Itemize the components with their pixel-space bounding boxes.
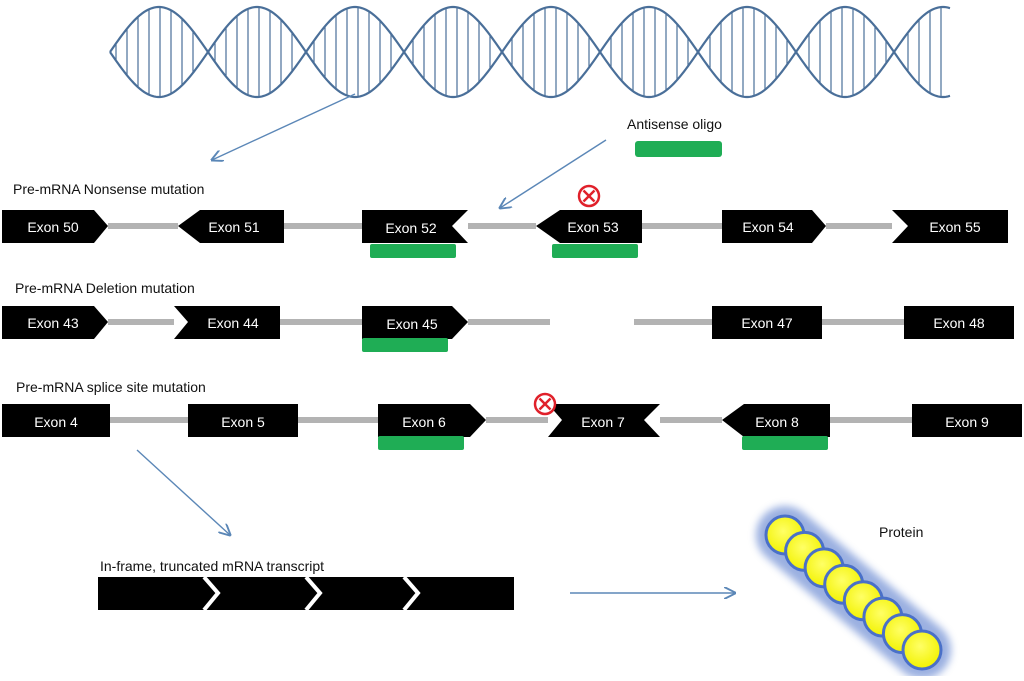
splice-site-mutation-row: Exon 4 Exon 5 Exon 6 Exon 7 Exon 8 Exon … <box>2 392 1022 450</box>
dna-double-helix <box>109 5 951 99</box>
antisense-oligo-bar <box>362 338 448 352</box>
segment-junction <box>202 575 221 612</box>
protein-bead-chain <box>756 506 951 679</box>
exon-9-block <box>912 404 1022 437</box>
exon-7-label: Exon 7 <box>581 414 625 430</box>
antisense-oligo-bar <box>552 244 638 258</box>
exon-43-label: Exon 43 <box>27 315 79 331</box>
oligo-pointer-arrow <box>500 139 607 208</box>
exon-43-block <box>2 306 108 339</box>
exon-4-label: Exon 4 <box>34 414 78 430</box>
exon-5-block <box>188 404 298 437</box>
dna-strand-1 <box>109 5 951 99</box>
antisense-oligo-bar <box>378 436 464 450</box>
exon-5-label: Exon 5 <box>221 414 265 430</box>
dna-to-premrna-arrow <box>212 93 356 160</box>
exon-53-block <box>536 210 642 243</box>
transcript-segment <box>404 577 514 610</box>
deletion-mutation-row: Exon 43 Exon 44 Exon 45 Exon 47 Exon 48 <box>2 306 1014 352</box>
exon-54-block <box>722 210 826 243</box>
exon-9-label: Exon 9 <box>945 414 989 430</box>
exon-51-block <box>178 210 284 243</box>
exon-44-block <box>174 306 280 339</box>
transcript-segment <box>98 577 218 610</box>
splice-site-block-icon <box>533 392 557 416</box>
transcript-segment <box>306 577 418 610</box>
stop-codon-icon <box>577 184 601 208</box>
exon-50-label: Exon 50 <box>27 219 79 235</box>
antisense-oligo-bar <box>370 244 456 258</box>
exon-6-block <box>378 404 486 437</box>
nonsense-mutation-row: Exon 50 Exon 51 Exon 52 Exon 53 Exon 54 … <box>2 184 1008 258</box>
premrna-to-transcript-arrow <box>136 449 230 535</box>
exon-51-label: Exon 51 <box>208 219 260 235</box>
protein-beads <box>764 514 943 671</box>
exon-8-label: Exon 8 <box>755 414 799 430</box>
exon-52-block <box>362 210 468 243</box>
exon-45-block <box>362 306 468 339</box>
exon-45-label: Exon 45 <box>386 316 438 332</box>
antisense-oligo-label: Antisense oligo <box>627 116 722 132</box>
protein-label: Protein <box>879 524 924 540</box>
segment-junction <box>402 575 421 612</box>
deletion-mutation-title: Pre-mRNA Deletion mutation <box>15 280 195 296</box>
antisense-oligo-bar <box>742 436 828 450</box>
dna-strand-2 <box>109 5 951 99</box>
protein-bead <box>901 629 943 671</box>
exon-8-block <box>722 404 830 437</box>
exon-54-label: Exon 54 <box>742 219 794 235</box>
segment-junction <box>304 575 323 612</box>
dna-base-pairs <box>115 7 942 97</box>
exon-47-label: Exon 47 <box>741 315 793 331</box>
exon-44-label: Exon 44 <box>207 315 259 331</box>
exon-6-label: Exon 6 <box>402 414 446 430</box>
nonsense-mutation-title: Pre-mRNA Nonsense mutation <box>13 181 205 197</box>
exon-48-block <box>904 306 1014 339</box>
exon-48-label: Exon 48 <box>933 315 985 331</box>
transcript-title: In-frame, truncated mRNA transcript <box>100 558 325 574</box>
transcript-segment <box>204 577 320 610</box>
exon-7-block <box>548 404 660 437</box>
antisense-oligo-legend-bar <box>635 141 722 157</box>
truncated-mrna-transcript <box>98 575 514 612</box>
splice-site-mutation-title: Pre-mRNA splice site mutation <box>16 379 206 395</box>
exon-55-block <box>892 210 1008 243</box>
exon-47-block <box>712 306 822 339</box>
exon-52-label: Exon 52 <box>385 220 437 236</box>
exon-4-block <box>2 404 110 437</box>
exon-53-label: Exon 53 <box>567 219 619 235</box>
exon-55-label: Exon 55 <box>929 219 981 235</box>
exon-50-block <box>2 210 108 243</box>
